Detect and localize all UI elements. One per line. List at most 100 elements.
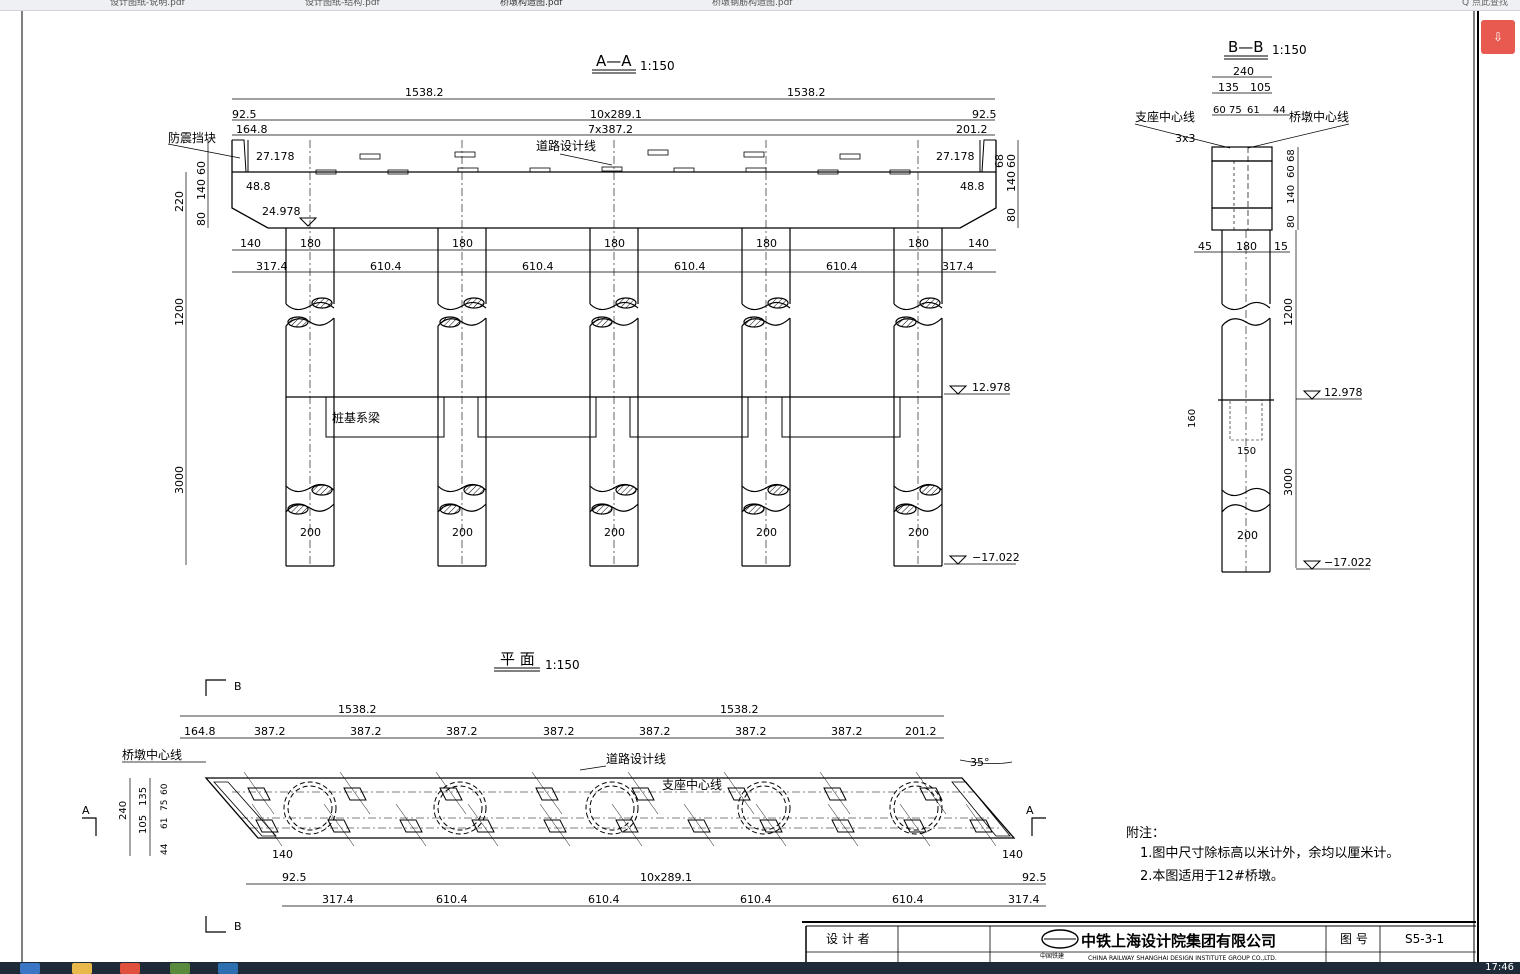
bb-dim-150: 150 <box>1237 446 1256 457</box>
plan-dim-edge-r: 92.5 <box>1022 871 1047 884</box>
plan-pad-9 <box>255 819 279 833</box>
aa-elev3: 24.978 <box>262 205 301 218</box>
plan-pile-4 <box>737 781 791 835</box>
plan-dim-s1: 387.2 <box>254 725 286 738</box>
bb-dim-135: 135 <box>1218 81 1239 94</box>
tab-2[interactable]: 设计图纸-结构.pdf <box>305 0 380 8</box>
plan-dim-colsp4: 610.4 <box>892 893 924 906</box>
aa-elev-right: 27.178 <box>936 150 975 163</box>
plan-dim-s5: 387.2 <box>639 725 671 738</box>
plan-dim-colsp1: 610.4 <box>436 893 468 906</box>
tab-1[interactable]: 设计图纸-说明.pdf <box>110 0 185 8</box>
bb-dim-240: 240 <box>1233 65 1254 78</box>
plan-dim-spacing10: 10x289.1 <box>640 871 692 884</box>
aa-column-3: 200 <box>589 140 639 567</box>
plan-scale: 1:150 <box>545 658 580 672</box>
aa-label-shear-key: 防震挡块 <box>168 130 216 145</box>
pad-axis <box>435 771 467 815</box>
plan-label-road: 道路设计线 <box>606 751 666 766</box>
plan-column-4 <box>741 785 787 831</box>
plan-pad-1 <box>247 787 271 801</box>
pdf-convert-button[interactable]: ⇩ <box>1481 20 1515 54</box>
search-input[interactable]: Q 点此查找 <box>1462 0 1508 8</box>
plan-column-5 <box>893 785 939 831</box>
aa-dim-col2: 180 <box>452 237 473 250</box>
plan-dim-s2: 387.2 <box>350 725 382 738</box>
plan-sec-b-bottom: B <box>234 920 242 933</box>
bb-dim-44: 44 <box>1273 105 1286 116</box>
section-hatch <box>463 297 485 309</box>
aa-dim-h80-r: 80 <box>1005 208 1018 222</box>
section-hatch <box>311 297 333 309</box>
pdf-viewport[interactable]: A—A 1:150 1538.2 1538.2 92.5 10x289.1 92… <box>0 11 1520 963</box>
note-1: 1.图中尺寸除标高以米计外，余均以厘米计。 <box>1140 845 1399 861</box>
taskbar-app-5[interactable] <box>218 963 238 974</box>
plan-dim-61: 61 <box>160 818 170 829</box>
plan-pad-11 <box>399 819 423 833</box>
bb-dim-61: 61 <box>1247 105 1260 116</box>
notes-title: 附注： <box>1126 826 1165 841</box>
section-hatch <box>311 484 333 496</box>
plan-pad-4 <box>535 787 559 801</box>
plan-dim-colsp3: 610.4 <box>740 893 772 906</box>
plan-pad-5 <box>631 787 655 801</box>
plan-pad-3 <box>439 787 463 801</box>
plan-pad-7 <box>823 787 847 801</box>
aa-elev2-left: 48.8 <box>246 180 271 193</box>
aa-scale: 1:150 <box>640 59 675 73</box>
pad-axis <box>243 771 275 815</box>
plan-pad-19 <box>969 819 993 833</box>
plan-dim-side-r: 140 <box>1002 848 1023 861</box>
aa-dim-side-r: 140 <box>968 237 989 250</box>
drawing-sheet: A—A 1:150 1538.2 1538.2 92.5 10x289.1 92… <box>21 11 1479 963</box>
pile-diameter-label: 200 <box>604 526 625 539</box>
aa-dim-col1: 180 <box>300 237 321 250</box>
pdf-convert-icon: ⇩ <box>1492 30 1504 44</box>
aa-elev2-right: 48.8 <box>960 180 985 193</box>
aa-dim-right-off: 201.2 <box>956 123 988 136</box>
plan-title: 平 面 <box>500 650 535 668</box>
aa-dim-h60-r: 60 <box>1005 154 1018 168</box>
tb-logo-text: 中国铁建 <box>1040 952 1064 960</box>
bb-dim-180: 180 <box>1236 240 1257 253</box>
bb-scale: 1:150 <box>1272 43 1307 57</box>
pile-diameter-label: 200 <box>300 526 321 539</box>
bb-label-pier: 桥墩中心线 <box>1289 109 1349 124</box>
plan-dim-60: 60 <box>160 783 170 795</box>
bb-dim-h60: 60 <box>1286 165 1297 178</box>
aa-dim-side-l: 140 <box>240 237 261 250</box>
section-hatch <box>767 484 789 496</box>
pad-axis <box>539 803 571 847</box>
taskbar-app-1[interactable] <box>20 963 40 974</box>
pile-diameter-label: 200 <box>756 526 777 539</box>
taskbar-folder-icon[interactable] <box>72 963 92 974</box>
aa-dim-half-left: 1538.2 <box>405 86 444 99</box>
tab-4[interactable]: 桥墩钢筋构造图.pdf <box>712 0 793 8</box>
tb-drawing-no-label: 图 号 <box>1340 932 1368 946</box>
taskbar-app-4[interactable] <box>170 963 190 974</box>
plan-sec-a-left: A <box>82 804 90 817</box>
plan-pad-10 <box>327 819 351 833</box>
tb-company: 中铁上海设计院集团有限公司 <box>1081 932 1276 950</box>
bb-dim-chamfer: 3x3 <box>1175 132 1196 145</box>
taskbar-app-3[interactable] <box>120 963 140 974</box>
aa-dim-col5: 180 <box>908 237 929 250</box>
plan-pad-15 <box>687 819 711 833</box>
plan-column-3 <box>589 785 635 831</box>
plan-dim-coledge-l: 317.4 <box>322 893 354 906</box>
aa-columns: 200 200 200 200 200 <box>285 140 943 567</box>
section-hatch <box>615 484 637 496</box>
aa-tie-beam <box>325 396 901 438</box>
tab-3-active[interactable]: 桥墩构造图.pdf <box>500 0 700 10</box>
pad-axis <box>899 803 931 847</box>
plan-cap-outline <box>204 777 1016 839</box>
aa-label-tie-beam: 桩基系梁 <box>332 410 380 425</box>
aa-column-2: 200 <box>437 140 487 567</box>
bb-dim-h80: 80 <box>1286 215 1297 228</box>
pad-axis <box>323 803 355 847</box>
section-hatch <box>615 297 637 309</box>
plan-bearing-pads <box>243 771 997 847</box>
aa-column-4: 200 <box>741 140 791 567</box>
pad-axis <box>755 803 787 847</box>
aa-column-5: 200 <box>893 140 943 567</box>
